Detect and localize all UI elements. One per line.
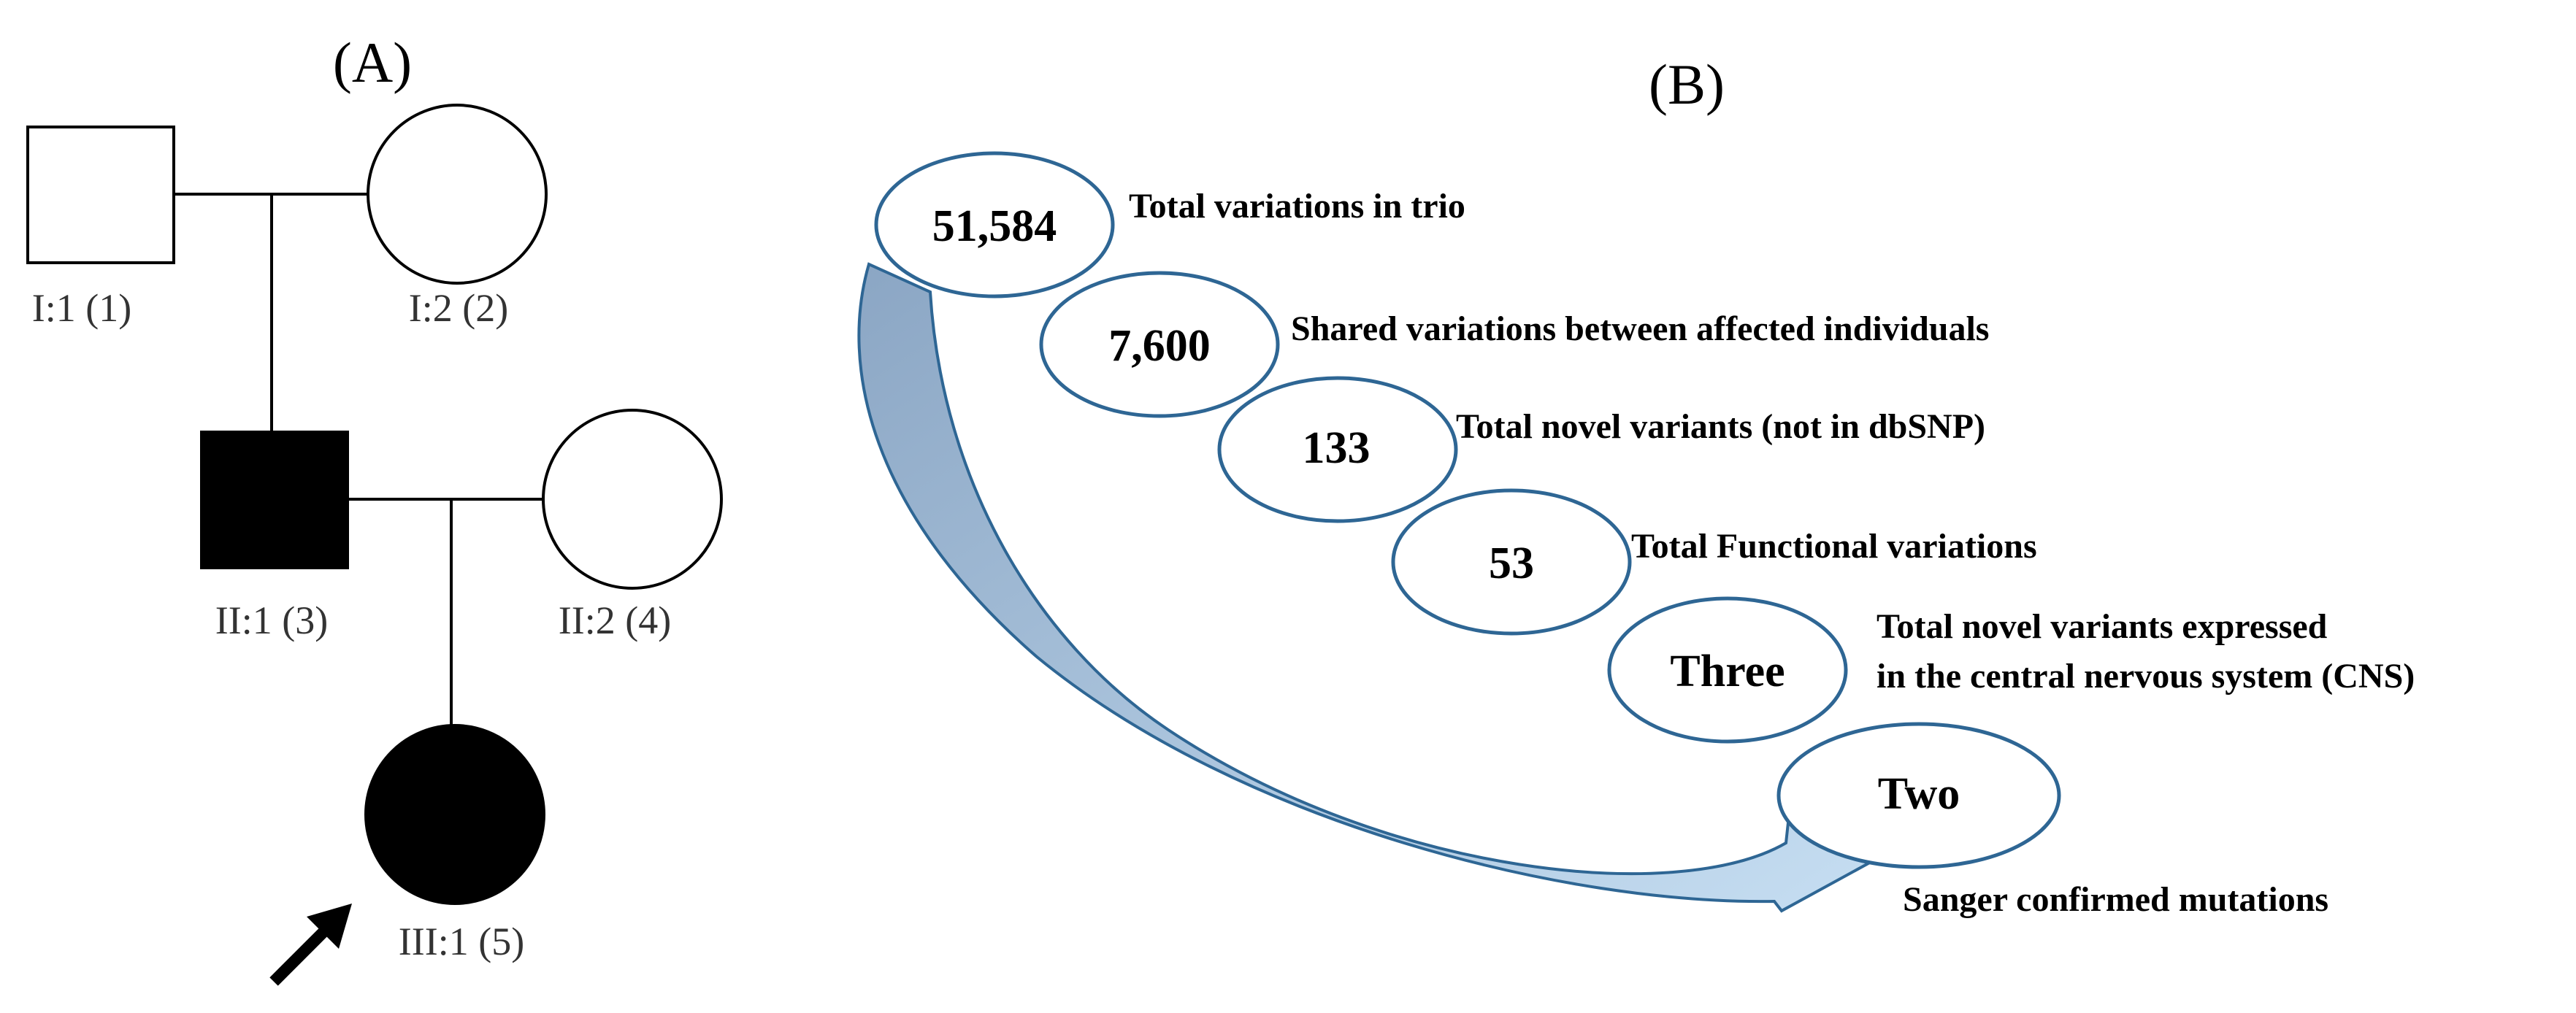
ellipse-step-5 [1607,596,1848,744]
label-i1: I:1 (1) [32,286,131,330]
step-5-description-line2: in the central nervous system (CNS) [1877,657,2415,696]
ellipse-step-4 [1391,488,1632,636]
filter-flow-arrow [857,262,1879,913]
ellipse-step-2 [1039,271,1280,418]
step-3-description: Total novel variants (not in dbSNP) [1456,407,1985,446]
proband-arrow-icon [269,904,352,986]
filter-step-ellipses [874,151,2061,869]
step-2-value: 7,600 [1108,321,1211,371]
step-6-value: Two [1878,769,1960,819]
step-2-description: Shared variations between affected indiv… [1291,309,1989,348]
step-4-value: 53 [1489,539,1534,588]
step-5-value: Three [1670,647,1785,696]
step-3-value: 133 [1303,423,1371,473]
panel-b-label: (B) [1649,53,1725,116]
ellipse-step-3 [1217,376,1458,523]
label-ii2: II:2 (4) [559,598,671,642]
individual-ii2-symbol [542,409,723,590]
step-6-description: Sanger confirmed mutations [1903,880,2328,919]
pedigree [26,104,723,905]
label-iii1: III:1 (5) [399,920,524,963]
individual-ii1-symbol [200,431,349,569]
individual-i1-symbol [26,126,175,264]
step-1-description: Total variations in trio [1129,187,1465,226]
ellipse-step-6 [1776,722,2061,869]
step-4-description: Total Functional variations [1631,527,2037,566]
panel-a-label: (A) [333,31,412,94]
label-i2: I:2 (2) [409,286,508,330]
step-5-description: Total novel variants expressed [1877,607,2328,646]
individual-iii1-symbol [364,724,545,905]
label-ii1: II:1 (3) [215,598,328,642]
step-1-value: 51,584 [932,201,1057,251]
ellipse-step-1 [874,151,1115,298]
individual-i2-symbol [367,104,548,285]
